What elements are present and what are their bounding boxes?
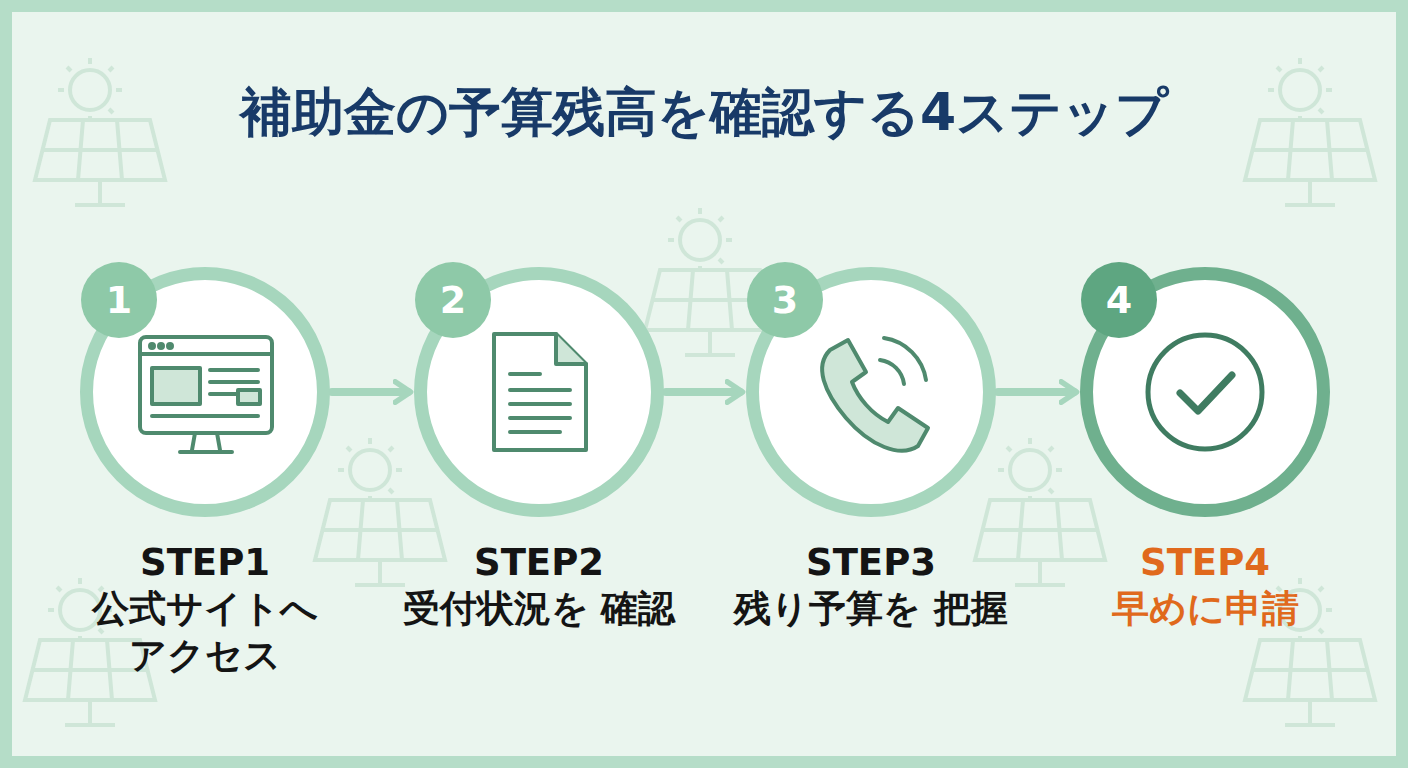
callout-number: 2 (415, 262, 491, 338)
callout-number: 1 (81, 262, 157, 338)
flow-arrow (332, 388, 408, 396)
callout-number: 3 (747, 262, 823, 338)
step-caption: STEP2受付状況を 確認 (389, 540, 689, 633)
flow-arrow (998, 388, 1074, 396)
diagram-title: 補助金の予算残高を確認する4ステップ (0, 78, 1408, 148)
step-heading: STEP3 (721, 540, 1021, 586)
step-description: 早めに申請 (1055, 586, 1355, 632)
step-heading: STEP2 (389, 540, 689, 586)
step-heading: STEP4 (1055, 540, 1355, 586)
step-description: 受付状況を 確認 (389, 586, 689, 632)
step-caption: STEP4早めに申請 (1055, 540, 1355, 633)
step-description: 公式サイトへ アクセス (55, 586, 355, 679)
step-heading: STEP1 (55, 540, 355, 586)
step-caption: STEP1公式サイトへ アクセス (55, 540, 355, 679)
callout-number: 4 (1081, 262, 1157, 338)
step-caption: STEP3残り予算を 把握 (721, 540, 1021, 633)
step-description: 残り予算を 把握 (721, 586, 1021, 632)
flow-arrow (666, 388, 740, 396)
